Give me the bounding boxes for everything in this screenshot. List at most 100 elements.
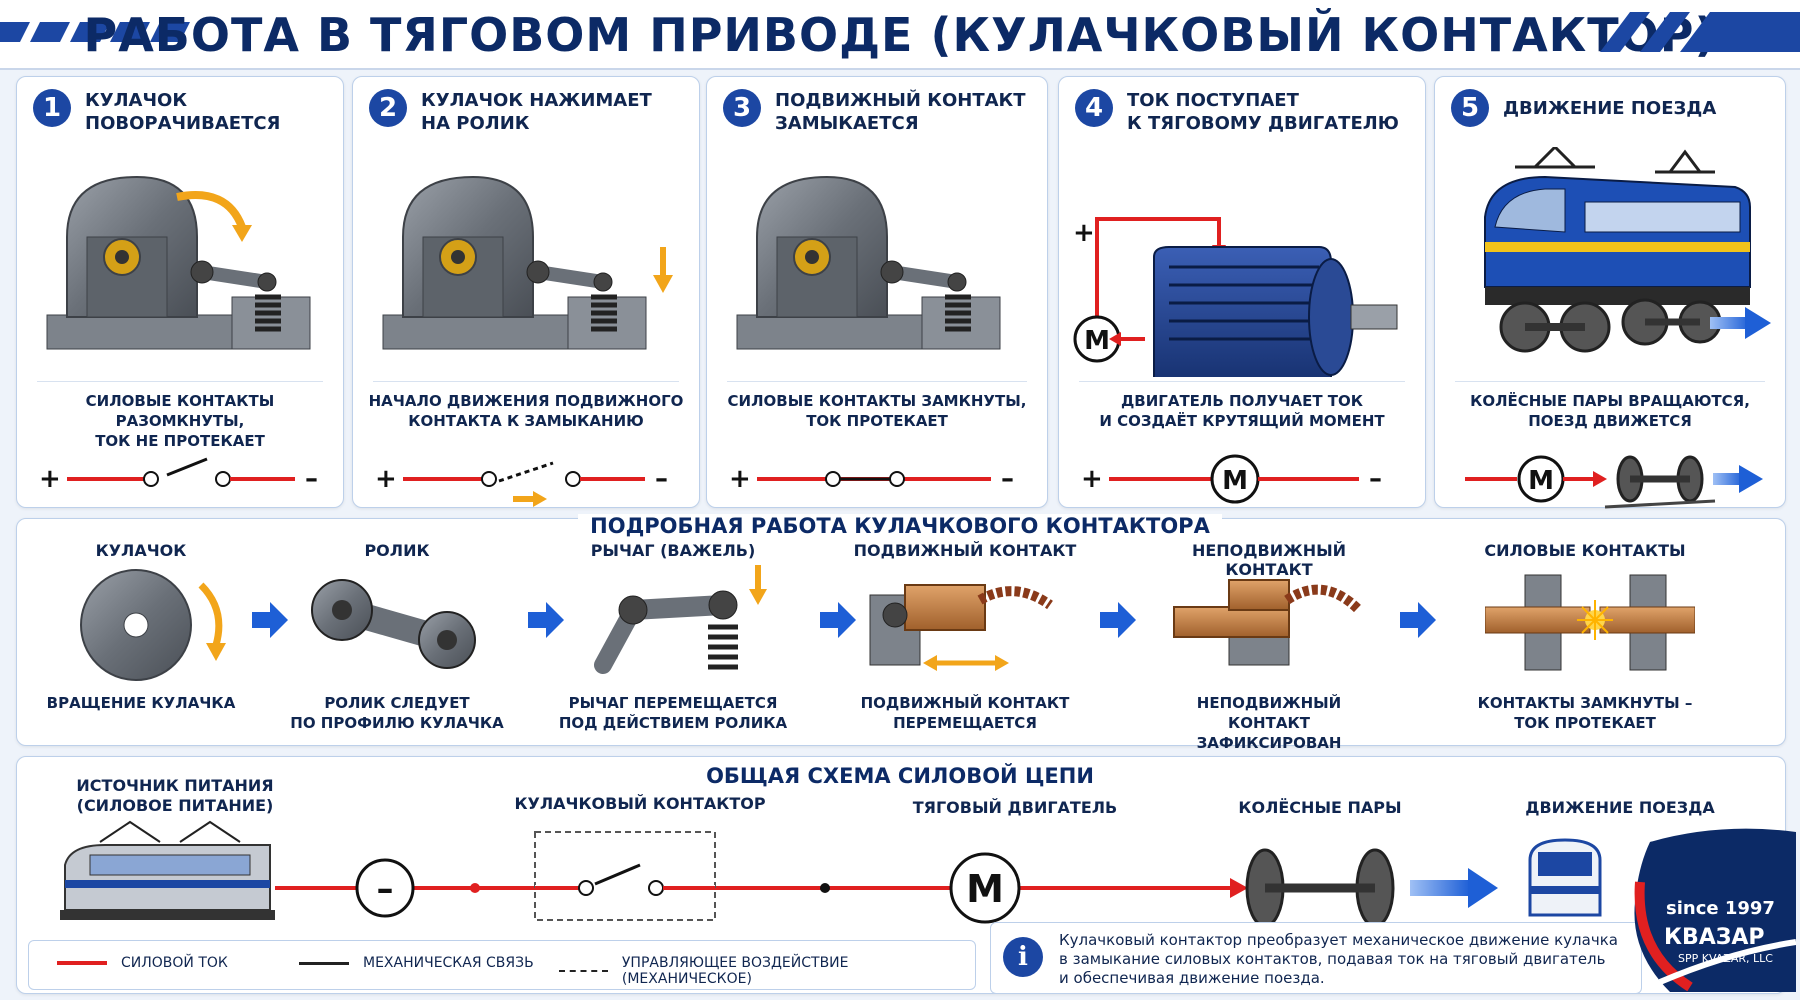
svg-text:+: + — [1073, 218, 1095, 248]
decor-stripes-right — [1600, 12, 1800, 52]
circuit-open-schematic: + – — [39, 457, 318, 494]
wheelset-icon — [1245, 848, 1395, 928]
step-title: ДВИЖЕНИЕ ПОЕЗДА — [1503, 98, 1717, 119]
source-locomotive-icon — [60, 820, 275, 920]
flow-arrow-icon — [252, 602, 288, 638]
detail-caption: КОНТАКТЫ ЗАМКНУТЫ – ТОК ПРОТЕКАЕТ — [1477, 694, 1693, 732]
circuit-label-wheels: КОЛЁСНЫЕ ПАРЫ — [1238, 798, 1402, 817]
cam-presses-roller-illustration — [363, 147, 673, 367]
motor-letter: M — [1222, 466, 1248, 496]
plus-sign: + — [1081, 464, 1103, 494]
detail-label: РОЛИК — [364, 541, 430, 560]
train-front-icon — [1515, 838, 1620, 927]
circuit-closed-schematic: + – — [729, 464, 1014, 494]
step-caption: СИЛОВЫЕ КОНТАКТЫ ЗАМКНУТЫ, ТОК ПРОТЕКАЕТ — [727, 392, 1027, 430]
step-caption: НАЧАЛО ДВИЖЕНИЯ ПОДВИЖНОГО КОНТАКТА К ЗА… — [368, 392, 684, 430]
detail-caption: РОЛИК СЛЕДУЕТ ПО ПРОФИЛЮ КУЛАЧКА — [290, 694, 504, 732]
circuit-label-source: ИСТОЧНИК ПИТАНИЯ (СИЛОВОЕ ПИТАНИЕ) — [76, 776, 274, 815]
detail-moving-contact: ПОДВИЖНЫЙ КОНТАКТ ПОДВИЖНЫЙ КОНТАКТ ПЕРЕ… — [850, 541, 1080, 732]
step-title: КУЛАЧОК НАЖИМАЕТ НА РОЛИК — [421, 90, 652, 134]
minus-sign: – — [1001, 464, 1014, 494]
cam-disc-illustration — [80, 569, 226, 681]
circuit-label-contactor: КУЛАЧКОВЫЙ КОНТАКТОР — [514, 794, 766, 813]
detail-caption: РЫЧАГ ПЕРЕМЕЩАЕТСЯ ПОД ДЕЙСТВИЕМ РОЛИКА — [558, 694, 788, 732]
step-number: 1 — [33, 89, 71, 127]
step-panel-3: 3 ПОДВИЖНЫЙ КОНТАКТ ЗАМЫКАЕТСЯ СИЛОВЫЕ КО… — [706, 76, 1048, 508]
legend-power: СИЛОВОЙ ТОК — [57, 955, 228, 971]
minus-symbol: – — [377, 869, 394, 909]
flow-arrow-icon — [528, 602, 564, 638]
plus-sign: + — [39, 464, 61, 494]
circuit-motor-schematic: + M – — [1081, 454, 1382, 504]
detail-label: ПОДВИЖНЫЙ КОНТАКТ — [853, 541, 1077, 560]
detail-cam: КУЛАЧОК ВРАЩЕНИЕ КУЛАЧКА — [26, 541, 256, 712]
step-caption: ДВИГАТЕЛЬ ПОЛУЧАЕТ ТОК И СОЗДАЁТ КРУТЯЩИ… — [1099, 392, 1385, 430]
step-caption: КОЛЁСНЫЕ ПАРЫ ВРАЩАЮТСЯ, ПОЕЗД ДВИЖЕТСЯ — [1470, 392, 1750, 430]
decor-stripes-left — [0, 22, 190, 42]
detail-caption: ВРАЩЕНИЕ КУЛАЧКА — [46, 694, 236, 712]
step-panel-1: 1 КУЛАЧОК ПОВОРАЧИВАЕТСЯ СИЛОВЫЕ КОНТАКТЫ… — [16, 76, 344, 508]
step-caption: СИЛОВЫЕ КОНТАКТЫ РАЗОМКНУТЫ, ТОК НЕ ПРОТ… — [85, 392, 275, 450]
legend-control: УПРАВЛЯЮЩЕЕ ВОЗДЕЙСТВИЕ (МЕХАНИЧЕСКОЕ) — [559, 955, 975, 987]
logo-since: since 1997 — [1666, 898, 1775, 919]
step-title: ПОДВИЖНЫЙ КОНТАКТ ЗАМЫКАЕТСЯ — [775, 90, 1026, 134]
title-bar: РАБОТА В ТЯГОВОМ ПРИВОДЕ (КУЛАЧКОВЫЙ КОН… — [0, 0, 1800, 70]
power-contacts-illustration — [1485, 574, 1695, 671]
flow-arrow-icon — [1400, 602, 1436, 638]
detail-lever: РЫЧАГ (ВАЖЕЛЬ) РЫЧАГ ПЕРЕМЕЩАЕТСЯ ПОД ДЕ… — [558, 541, 788, 732]
step-number: 4 — [1075, 89, 1113, 127]
detail-fixed-contact: НЕПОДВИЖНЫЙ КОНТАКТ НЕПОДВИЖНЫЙ КОНТАКТ … — [1154, 541, 1384, 752]
lever-illustration — [594, 565, 767, 674]
locomotive-illustration — [1484, 147, 1771, 353]
detail-power-contacts: СИЛОВЫЕ КОНТАКТЫ КОНТАКТЫ ЗАМКНУТЫ – ТОК… — [1470, 541, 1700, 732]
detail-label: НЕПОДВИЖНЫЙ КОНТАКТ — [1191, 541, 1347, 579]
circuit-section-title: ОБЩАЯ СХЕМА СИЛОВОЙ ЦЕПИ — [0, 764, 1800, 788]
step-number: 2 — [369, 89, 407, 127]
step-title: КУЛАЧОК ПОВОРАЧИВАЕТСЯ — [85, 90, 281, 134]
plus-sign: + — [729, 464, 751, 494]
contact-closed-illustration — [717, 147, 1037, 367]
detail-caption: НЕПОДВИЖНЫЙ КОНТАКТ ЗАФИКСИРОВАН — [1196, 694, 1342, 752]
info-text: Кулачковый контактор преобразует механич… — [1059, 931, 1618, 987]
motor-symbol: M — [966, 867, 1004, 911]
detail-label: КУЛАЧОК — [95, 541, 187, 560]
circuit-closing-schematic: + – — [375, 461, 668, 507]
step-panel-4: 4 ТОК ПОСТУПАЕТ К ТЯГОВОМУ ДВИГАТЕЛЮ + M … — [1058, 76, 1426, 508]
flow-arrow-icon — [1100, 602, 1136, 638]
detail-section-title: ПОДРОБНАЯ РАБОТА КУЛАЧКОВОГО КОНТАКТОРА — [0, 514, 1800, 538]
minus-sign: – — [1369, 464, 1382, 494]
minus-sign: – — [305, 464, 318, 494]
detail-caption: ПОДВИЖНЫЙ КОНТАКТ ПЕРЕМЕЩАЕТСЯ — [860, 694, 1070, 732]
cam-mechanism-open-illustration — [27, 147, 333, 367]
info-box: i Кулачковый контактор преобразует механ… — [990, 922, 1642, 994]
detail-roller: РОЛИК РОЛИК СЛЕДУЕТ ПО ПРОФИЛЮ КУЛАЧКА — [282, 541, 512, 732]
step-number: 5 — [1451, 89, 1489, 127]
step-panel-2: 2 КУЛАЧОК НАЖИМАЕТ НА РОЛИК НАЧАЛО ДВИЖЕН… — [352, 76, 700, 508]
motor-symbol-small: M — [1073, 315, 1145, 363]
roller-illustration — [311, 579, 476, 669]
kvazar-logo: since 1997 КВАЗАР SPP KVAZAR, LLC — [1634, 828, 1796, 992]
step-number: 3 — [723, 89, 761, 127]
info-icon: i — [1003, 937, 1043, 977]
motor-letter: M — [1084, 326, 1110, 356]
detail-label: РЫЧАГ (ВАЖЕЛЬ) — [590, 541, 756, 560]
plus-sign: + — [375, 464, 397, 494]
logo-brand: КВАЗАР — [1664, 925, 1765, 950]
detail-label: СИЛОВЫЕ КОНТАКТЫ — [1484, 541, 1686, 560]
power-circuit-diagram: – M — [60, 820, 1620, 928]
page-title: РАБОТА В ТЯГОВОМ ПРИВОДЕ (КУЛАЧКОВЫЙ КОН… — [83, 8, 1717, 62]
circuit-label-train: ДВИЖЕНИЕ ПОЕЗДА — [1525, 798, 1715, 817]
circuit-label-motor: ТЯГОВЫЙ ДВИГАТЕЛЬ — [912, 798, 1118, 817]
fixed-contact-illustration — [1173, 579, 1363, 666]
flow-arrow-icon — [820, 602, 856, 638]
logo-sub: SPP KVAZAR, LLC — [1678, 952, 1773, 965]
legend: СИЛОВОЙ ТОК МЕХАНИЧЕСКАЯ СВЯЗЬ УПРАВЛЯЮЩ… — [28, 940, 976, 990]
traction-motor-illustration: + — [1073, 217, 1398, 377]
circuit-wheelset-schematic: M — [1465, 455, 1763, 509]
minus-sign: – — [655, 464, 668, 494]
legend-mechanical: МЕХАНИЧЕСКАЯ СВЯЗЬ — [299, 955, 534, 971]
step-title: ТОК ПОСТУПАЕТ К ТЯГОВОМУ ДВИГАТЕЛЮ — [1127, 90, 1399, 134]
moving-contact-illustration — [869, 584, 1053, 671]
step-panel-5: 5 ДВИЖЕНИЕ ПОЕЗДА КОЛЁСНЫЕ ПАРЫ ВРАЩАЮТСЯ… — [1434, 76, 1786, 509]
motor-letter: M — [1528, 466, 1554, 496]
